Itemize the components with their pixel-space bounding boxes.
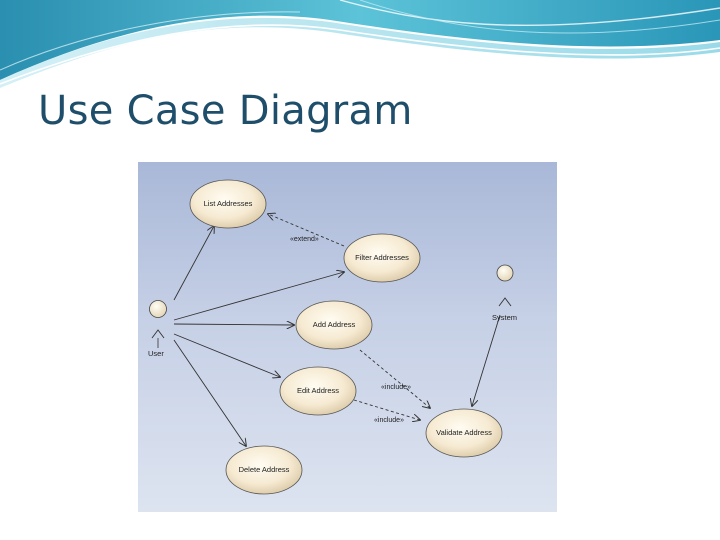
- actor-user-label: User: [148, 349, 164, 358]
- extend-filter-list: [268, 214, 345, 247]
- use-case-edit-address-label: Edit Address: [297, 386, 339, 395]
- association-user-list: [173, 226, 214, 301]
- use-case-filter-addresses-label: Filter Addresses: [355, 253, 409, 262]
- association-user-filter: [173, 272, 344, 321]
- extend-label: «extend»: [290, 236, 319, 243]
- use-case-edit-address: Edit Address: [279, 366, 357, 416]
- use-case-filter-addresses: Filter Addresses: [343, 233, 421, 283]
- actor-user: User: [148, 300, 167, 358]
- use-case-validate-address: Validate Address: [425, 408, 503, 458]
- use-case-add-address-label: Add Address: [313, 320, 356, 329]
- association-system-validate: [472, 314, 501, 406]
- use-case-list-addresses-label: List Addresses: [204, 199, 253, 208]
- include-add-validate: [359, 349, 430, 408]
- use-case-list-addresses: List Addresses: [189, 179, 267, 229]
- use-case-diagram: «extend» «include» «include» User System…: [138, 162, 557, 512]
- include-label-edit: «include»: [374, 417, 404, 424]
- association-user-delete: [173, 339, 246, 446]
- use-case-delete-address-label: Delete Address: [239, 465, 290, 474]
- actor-system-label: System: [492, 313, 517, 322]
- include-edit-validate: [353, 399, 420, 420]
- association-user-add: [173, 324, 294, 325]
- use-case-validate-address-label: Validate Address: [436, 428, 492, 437]
- header-banner-decoration: [0, 0, 720, 88]
- use-case-add-address: Add Address: [295, 300, 373, 350]
- actor-system: System: [492, 264, 517, 322]
- include-label-add: «include»: [381, 384, 411, 391]
- use-case-delete-address: Delete Address: [225, 445, 303, 495]
- association-user-edit: [173, 333, 280, 377]
- slide-title: Use Case Diagram: [38, 88, 413, 134]
